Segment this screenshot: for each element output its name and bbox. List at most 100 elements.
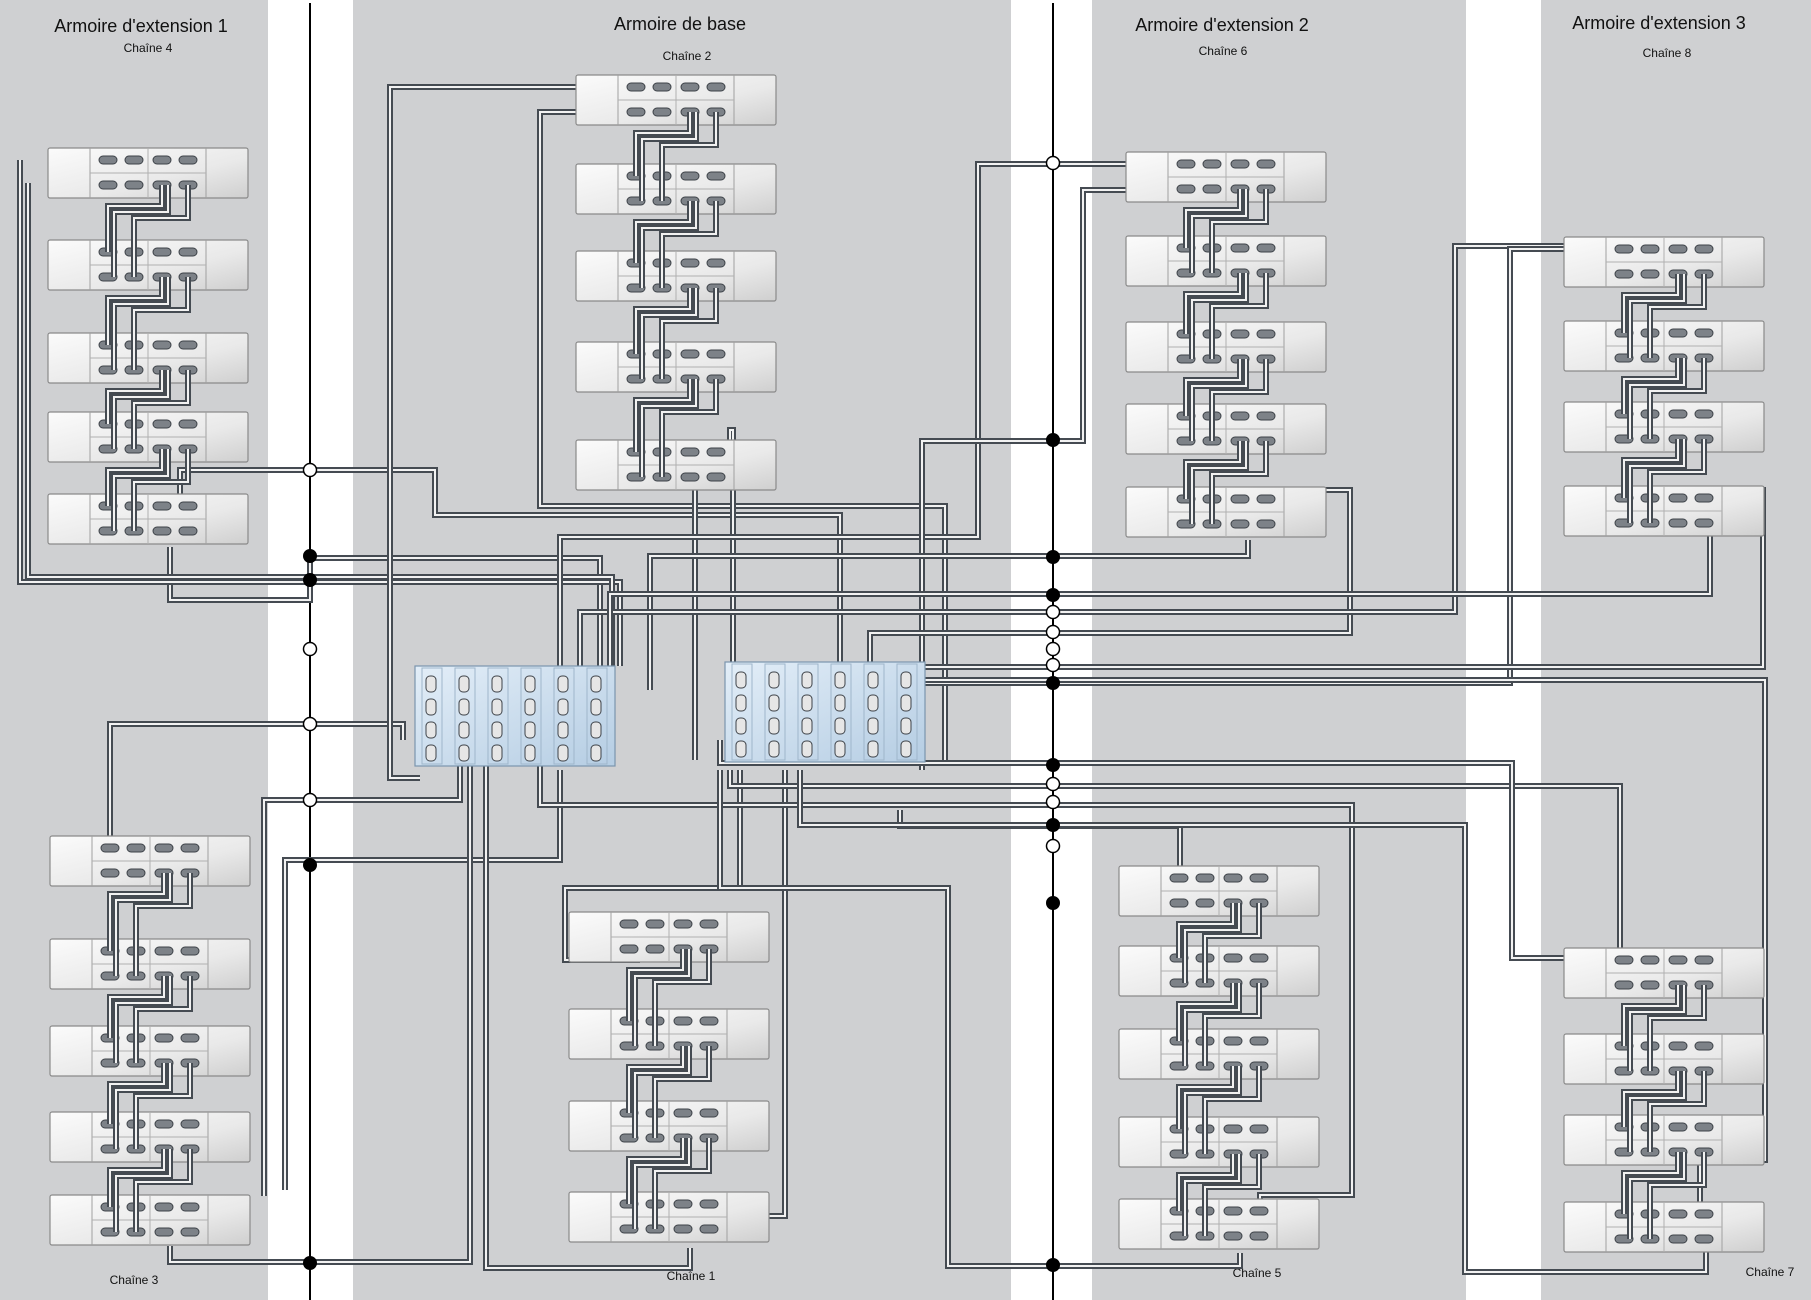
trunk-c3-a bbox=[107, 721, 406, 844]
junction-open-12 bbox=[1045, 838, 1061, 854]
disk-tray-c3-5 bbox=[49, 1194, 251, 1246]
disk-tray-c5-4 bbox=[1118, 1116, 1320, 1168]
disk-tray-c7-2 bbox=[1563, 1033, 1765, 1085]
jumper-b-c7-1 bbox=[1627, 985, 1687, 1071]
jumper-c-c4-4 bbox=[131, 449, 191, 531]
disk-tray-c6-1 bbox=[1125, 151, 1327, 203]
disk-tray-c5-5 bbox=[1118, 1198, 1320, 1250]
junction-open-4 bbox=[302, 792, 318, 808]
trunk-c8-a bbox=[577, 243, 1580, 700]
jumper-b-c1-3 bbox=[632, 1138, 692, 1229]
junction-open-8 bbox=[1045, 641, 1061, 657]
trunk-c8-c bbox=[607, 534, 1713, 690]
disk-tray-c4-4 bbox=[47, 411, 249, 463]
cabinet-title-ext1: Armoire d'extension 1 bbox=[54, 16, 228, 36]
jumper-b-c5-4 bbox=[1182, 1154, 1242, 1236]
jumper-a-c4-2 bbox=[105, 277, 165, 345]
junction-closed-8 bbox=[1046, 676, 1060, 690]
jumper-c-c8-3 bbox=[1647, 439, 1707, 523]
chain-label-1: Chaîne 1 bbox=[667, 1269, 716, 1283]
jumper-c-c4-3 bbox=[131, 370, 191, 449]
jumper-c-c3-3 bbox=[133, 1063, 193, 1149]
disk-tray-c6-3 bbox=[1125, 321, 1327, 373]
disk-tray-c1-1 bbox=[568, 911, 770, 963]
cabinet-title-ext3: Armoire d'extension 3 bbox=[1572, 13, 1746, 33]
disk-tray-c3-4 bbox=[49, 1111, 251, 1163]
disk-tray-c2-1 bbox=[575, 74, 777, 126]
jumper-a-c2-2 bbox=[633, 201, 693, 263]
disk-tray-c2-4 bbox=[575, 341, 777, 393]
disk-tray-c3-1 bbox=[49, 835, 251, 887]
chain-label-5: Chaîne 5 bbox=[1233, 1266, 1282, 1280]
jumper-c-c2-2 bbox=[659, 201, 719, 288]
junction-closed-5 bbox=[1046, 433, 1060, 447]
disk-tray-c8-2 bbox=[1563, 320, 1765, 372]
jumper-a-c4-4 bbox=[105, 449, 165, 506]
jumper-b-c2-3 bbox=[639, 288, 699, 379]
disk-tray-c6-4 bbox=[1125, 403, 1327, 455]
chain-label-3: Chaîne 3 bbox=[110, 1273, 159, 1287]
jumper-c-c6-2 bbox=[1209, 273, 1269, 359]
junction-closed-12 bbox=[1046, 1258, 1060, 1272]
disk-tray-c1-4 bbox=[568, 1191, 770, 1243]
disk-tray-c5-1 bbox=[1118, 865, 1320, 917]
jumper-b-c6-3 bbox=[1189, 359, 1249, 441]
jumper-c-c5-1 bbox=[1202, 903, 1262, 983]
tray-jumpers-layer bbox=[105, 112, 1707, 1239]
jumper-c-c3-2 bbox=[133, 976, 193, 1063]
junction-closed-7 bbox=[1046, 588, 1060, 602]
disk-tray-c3-3 bbox=[49, 1025, 251, 1077]
trunk-c6-c bbox=[647, 540, 1251, 690]
chain-label-8: Chaîne 8 bbox=[1643, 46, 1692, 60]
cabinet-title-ext2: Armoire d'extension 2 bbox=[1135, 15, 1309, 35]
jumper-a-c6-4 bbox=[1183, 441, 1243, 499]
jumper-c-c7-1 bbox=[1647, 985, 1707, 1071]
trunk-c2-a bbox=[387, 84, 630, 781]
jumper-b-c1-2 bbox=[632, 1046, 692, 1138]
jumper-a-c7-1 bbox=[1621, 985, 1681, 1046]
jumper-a-c2-3 bbox=[633, 288, 693, 354]
disk-tray-c1-3 bbox=[568, 1100, 770, 1152]
jumper-a-c8-2 bbox=[1621, 358, 1681, 414]
trunk-c3-c bbox=[282, 770, 563, 1190]
trunk-c3-d bbox=[167, 700, 473, 1265]
jumper-a-c7-3 bbox=[1621, 1152, 1681, 1214]
jumper-c-c2-3 bbox=[659, 288, 719, 379]
jumper-a-c4-3 bbox=[105, 370, 165, 424]
jumper-b-c4-2 bbox=[111, 277, 171, 370]
jumper-c-c6-4 bbox=[1209, 441, 1269, 524]
disk-tray-c3-2 bbox=[49, 938, 251, 990]
jumper-b-c5-2 bbox=[1182, 983, 1242, 1066]
controller-b bbox=[724, 661, 926, 763]
trunk-c6-d bbox=[867, 487, 1353, 666]
jumper-a-c3-2 bbox=[107, 976, 167, 1038]
jumper-b-c7-2 bbox=[1627, 1071, 1687, 1152]
jumper-a-c6-3 bbox=[1183, 359, 1243, 416]
jumper-a-c8-3 bbox=[1621, 439, 1681, 498]
jumper-c-c1-2 bbox=[652, 1046, 712, 1138]
trunk-c5-b bbox=[537, 762, 1355, 1215]
trunk-c4-b bbox=[17, 160, 623, 666]
disk-tray-c5-2 bbox=[1118, 945, 1320, 997]
trunk-c7-d bbox=[797, 770, 1709, 1275]
jumper-a-c3-3 bbox=[107, 1063, 167, 1124]
disk-tray-c1-2 bbox=[568, 1008, 770, 1060]
jumper-a-c3-1 bbox=[107, 873, 167, 951]
jumper-c-c6-1 bbox=[1209, 189, 1269, 273]
jumper-b-c1-1 bbox=[632, 949, 692, 1046]
cabinet-ext2-bg bbox=[1092, 0, 1466, 1300]
trunk-c1-c bbox=[483, 766, 693, 1271]
junction-open-6 bbox=[1045, 604, 1061, 620]
jumper-b-c2-2 bbox=[639, 201, 699, 288]
cabinet-title-base: Armoire de base bbox=[614, 14, 746, 34]
jumper-c-c3-4 bbox=[133, 1149, 193, 1232]
disk-tray-c4-1 bbox=[47, 147, 249, 199]
jumper-a-c1-2 bbox=[626, 1046, 686, 1113]
junction-closed-9 bbox=[1046, 758, 1060, 772]
jumper-c-c2-4 bbox=[659, 379, 719, 477]
jumper-a-c5-1 bbox=[1176, 903, 1236, 958]
junction-open-5 bbox=[1045, 155, 1061, 171]
junction-open-7 bbox=[1045, 624, 1061, 640]
disk-tray-c8-1 bbox=[1563, 236, 1765, 288]
junction-closed-3 bbox=[303, 858, 317, 872]
